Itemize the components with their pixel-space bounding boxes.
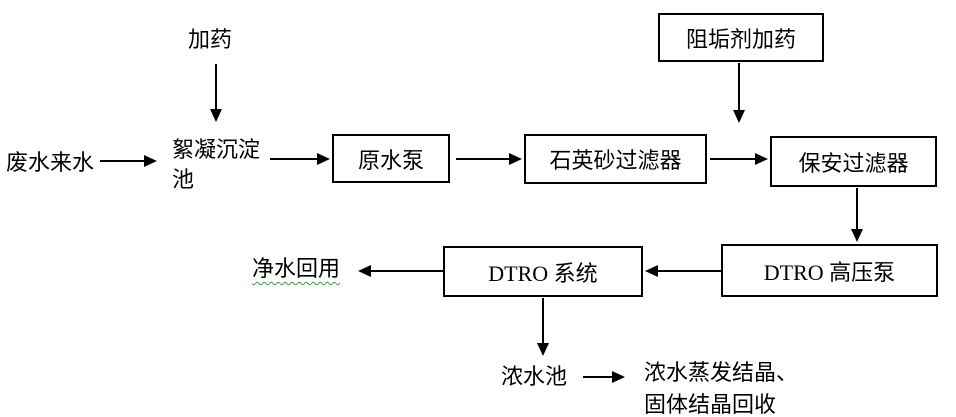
coagulation-sedimentation-pool-label: 絮凝沉淀池 [172,137,261,192]
crystallization-line-2: 固体结晶回收 [644,392,777,417]
dosing-to-coagulation-arrow [210,64,222,122]
coagulation-to-rawpump-arrow [270,153,330,165]
dosing-label: 加药 [188,27,233,52]
influent-to-coagulation-arrow [100,155,157,167]
wastewater-influent-label: 废水来水 [6,150,95,175]
rawpump-to-sandfilter-arrow [456,153,522,165]
sandfilter-to-cartridgefilter-arrow [710,153,768,165]
crystallization-line-1: 浓水蒸发结晶、 [644,360,799,385]
dtrosystem-to-concentratepool-arrow [537,298,549,356]
concentrate-pool-label: 浓水池 [501,364,568,389]
quartz-sand-filter-box: 石英砂过滤器 [524,134,707,184]
antiscalant-dosing-arrow [733,63,745,123]
dtrosystem-to-reuse-arrow [358,265,443,277]
crystallization-recovery-label: 浓水蒸发结晶、 固体结晶回收 [644,357,798,417]
antiscalant-dosing-box: 阻垢剂加药 [658,13,824,62]
cartridge-filter-box: 保安过滤器 [770,136,937,187]
dtro-high-pressure-pump-box: DTRO 高压泵 [721,244,938,297]
clean-water-reuse-label: 净水回用 [252,256,341,281]
dtro-system-box: DTRO 系统 [443,246,643,297]
cartridgefilter-to-hppump-arrow [851,188,863,242]
raw-water-pump-box: 原水泵 [332,134,450,183]
hppump-to-dtrosystem-arrow [645,265,721,277]
concentratepool-to-crystallization-arrow [583,371,625,383]
